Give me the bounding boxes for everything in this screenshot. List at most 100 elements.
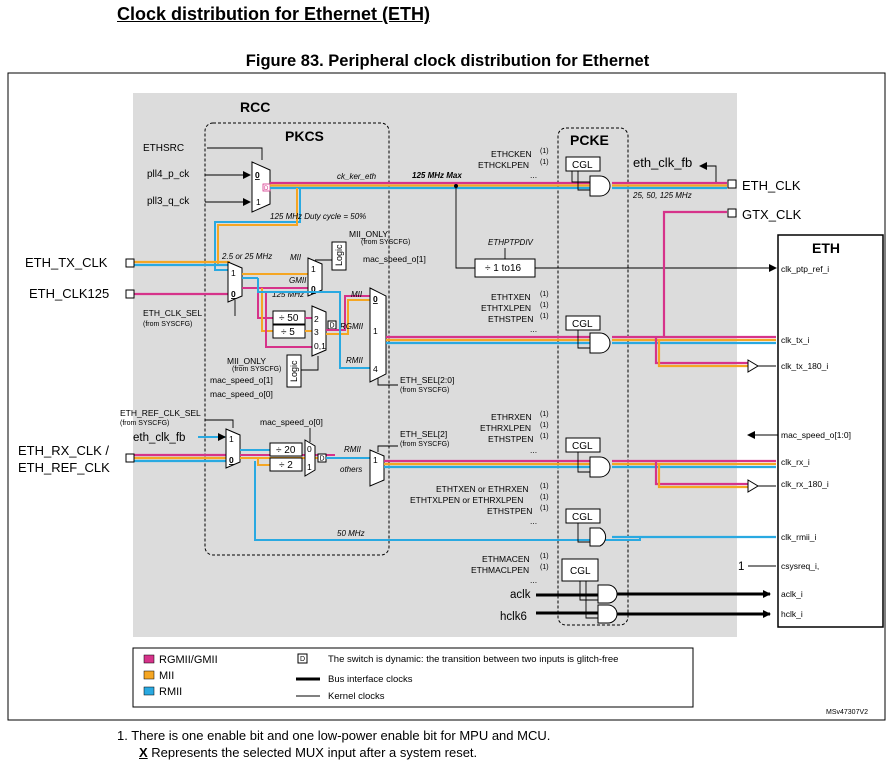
svg-text:(1): (1) <box>540 564 549 571</box>
mii-label: MII <box>290 253 302 262</box>
eth-clk-fb-out-label: eth_clk_fb <box>633 155 692 170</box>
ethsrc-mux-in0: 0 <box>255 170 260 180</box>
div2-label: ÷ 2 <box>279 460 293 471</box>
enable-labels-5: ETHMACEN (1) ETHMACLPEN (1) ... <box>471 553 549 585</box>
div2-block <box>269 457 303 472</box>
svg-text:ETHSTPEN: ETHSTPEN <box>488 434 533 444</box>
rx-clock-bus <box>384 459 776 469</box>
svg-text:ETHTXEN or ETHRXEN: ETHTXEN or ETHRXEN <box>436 484 529 494</box>
svg-text:ETHRXEN: ETHRXEN <box>491 412 532 422</box>
eth-block <box>777 234 884 628</box>
legend-d-note: The switch is dynamic: the transition be… <box>328 654 618 665</box>
duty-cycle-wire-mii <box>217 188 298 266</box>
eth-rx-clk-pin <box>125 453 135 463</box>
legend-mii-swatch <box>143 670 155 680</box>
div5-label: ÷ 5 <box>281 327 295 338</box>
csysreq-value: 1 <box>738 561 744 573</box>
max-freq-label: 125 MHz Max <box>412 171 462 180</box>
eth-tx-clk-bus <box>133 260 230 267</box>
ref-clk-mux-in1: 1 <box>229 434 234 444</box>
port-clk-ptp-ref: clk_ptp_ref_i <box>781 264 829 274</box>
svg-text:(1): (1) <box>540 505 549 512</box>
svg-text:(1): (1) <box>540 433 549 440</box>
eth-rx-clk-label: ETH_RX_CLK / <box>18 443 109 458</box>
footnote-2: X Represents the selected MUX input afte… <box>139 745 477 760</box>
eth-sel-mux-in0: 0 <box>373 294 378 304</box>
ptp-junction <box>454 184 458 188</box>
ref-clk-mux-in0: 0 <box>229 455 234 465</box>
speed-mux-in3: 3 <box>314 327 319 337</box>
legend-mii-label: MII <box>159 670 174 682</box>
pkcs-region <box>204 122 390 556</box>
mac-speed-0-label-b: mac_speed_o[0] <box>260 417 323 427</box>
f-2-5-25-label: 2.5 or 25 MHz <box>221 252 272 261</box>
gtx-clk-pin <box>727 208 737 218</box>
eth-sel2-mux <box>369 449 385 487</box>
port-clk-tx: clk_tx_i <box>781 335 809 345</box>
svg-text:...: ... <box>530 324 537 334</box>
duty-cycle-label: 125 MHz Duty cycle = 50% <box>270 212 366 221</box>
svg-text:ETHSTPEN: ETHSTPEN <box>488 314 533 324</box>
legend-rgmii-label: RGMII/GMII <box>159 654 218 666</box>
legend-rgmii-swatch <box>143 654 155 664</box>
eth-clk-freqs: 25, 50, 125 MHz <box>632 191 692 200</box>
tx-clock-bus <box>386 335 776 345</box>
svg-text:(1): (1) <box>540 483 549 490</box>
eth-title: ETH <box>812 240 840 256</box>
logic-block-2 <box>286 354 302 388</box>
eth-clk-sel-mux <box>227 261 243 303</box>
eth-sel2-mux-in1: 1 <box>373 455 378 465</box>
rmii-label-2: RMII <box>344 445 362 454</box>
div50-label: ÷ 50 <box>279 313 299 324</box>
svg-text:CGL: CGL <box>572 319 593 330</box>
eth-clk125-label: ETH_CLK125 <box>29 286 109 301</box>
legend-d-letter: D <box>300 656 305 663</box>
figure-title: Figure 83. Peripheral clock distribution… <box>245 52 650 70</box>
legend-d-icon <box>297 653 308 664</box>
rmii-label-1: RMII <box>346 356 364 365</box>
rmii-speed-mux-in1: 1 <box>307 462 312 472</box>
svg-text:(1): (1) <box>540 494 549 501</box>
enable-labels-2: ETHTXEN (1) ETHTXLPEN (1) ETHSTPEN (1) .… <box>481 291 549 334</box>
eth-clk-sel-syscfg: (from SYSCFG) <box>143 321 192 328</box>
gmii-label: GMII <box>289 276 307 285</box>
svg-text:(1): (1) <box>540 291 549 298</box>
svg-text:(1): (1) <box>540 553 549 560</box>
eth-clk-sel-mux-in1: 1 <box>231 268 236 278</box>
hclk6-label: hclk6 <box>500 611 527 623</box>
div20-block <box>269 442 303 457</box>
section-heading: Clock distribution for Ethernet (ETH) <box>117 4 430 24</box>
svg-text:...: ... <box>530 575 537 585</box>
mux2-out-bus <box>242 273 315 348</box>
svg-text:(1): (1) <box>540 148 549 155</box>
eth-sel-mux-in1: 1 <box>373 326 378 336</box>
logic-block-1-label: Logic <box>334 244 344 266</box>
pcke-region <box>557 127 629 626</box>
mii-label-2: MII <box>351 290 363 299</box>
logic-block-2-label: Logic <box>289 360 299 382</box>
figure-frame <box>7 72 886 721</box>
svg-text:ETHCKEN: ETHCKEN <box>491 149 532 159</box>
logic-block-1 <box>331 241 347 271</box>
svg-text:ETHTXLPEN or ETHRXLPEN: ETHTXLPEN or ETHRXLPEN <box>410 495 523 505</box>
gate-group-1: CGL <box>565 156 611 197</box>
mac-speed-0-label-a: mac_speed_o[0] <box>210 389 273 399</box>
mii-only-label-2: MII_ONLY <box>227 356 266 366</box>
rgmii-label-1: RGMII <box>340 322 364 331</box>
eth-ref-clk-sel-wire <box>205 419 234 428</box>
eth-rx-clk-bus <box>133 453 228 463</box>
eth-tx-clk-pin <box>125 258 135 268</box>
port-clk-tx-180: clk_tx_180_i <box>781 361 828 371</box>
eth-clk-sel-mux-in0: 0 <box>231 289 236 299</box>
tx180-branch <box>654 337 776 373</box>
svg-text:(1): (1) <box>540 422 549 429</box>
port-aclk: aclk_i <box>781 589 803 599</box>
port-clk-rx-180: clk_rx_180_i <box>781 479 829 489</box>
eth-ref-clk-sel-syscfg: (from SYSCFG) <box>120 420 169 427</box>
port-hclk: hclk_i <box>781 609 803 619</box>
mii-mux-in1: 1 <box>311 264 316 274</box>
rmii-speed-mux <box>304 439 316 477</box>
svg-text:(1): (1) <box>540 159 549 166</box>
speed-mux <box>311 305 327 357</box>
